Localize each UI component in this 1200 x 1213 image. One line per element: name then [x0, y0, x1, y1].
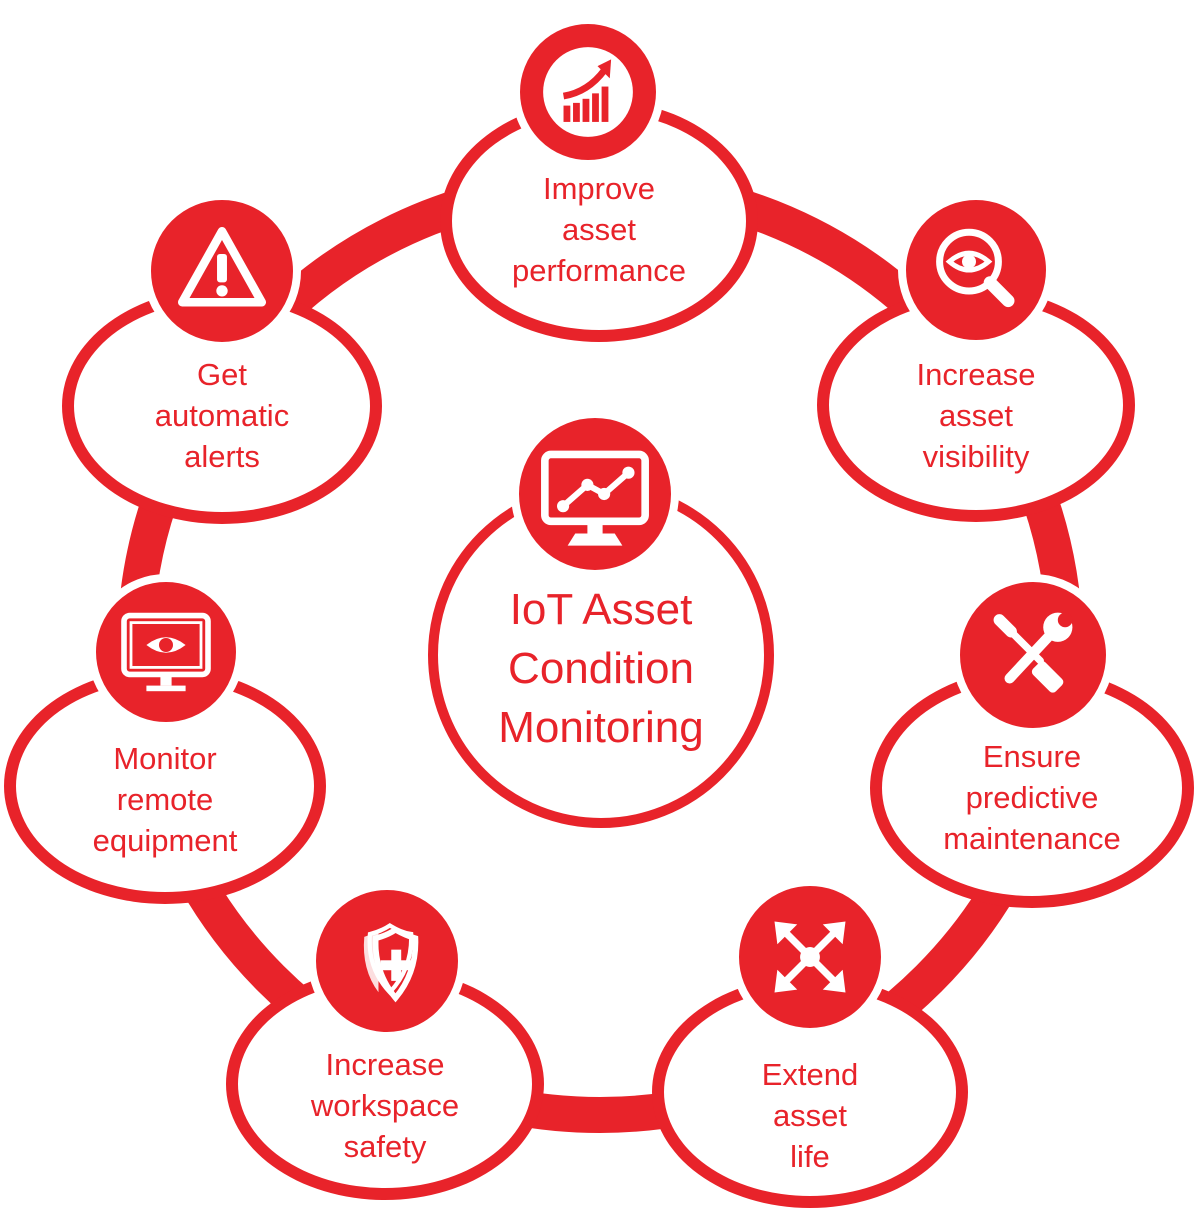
node-label: Increase workspace safety: [310, 1047, 460, 1164]
node-label: Get automatic alerts: [154, 357, 290, 474]
node-bubble: [652, 976, 968, 1208]
node-badge: [308, 882, 466, 1040]
shield-cross-icon: [363, 922, 419, 1003]
center-badge: [511, 410, 679, 578]
warning-icon: [177, 226, 267, 307]
node-label: Improve asset performance: [511, 171, 687, 288]
expand-arrows-icon: [774, 921, 846, 993]
growth-chart-icon: [543, 47, 633, 137]
monitor-chart-icon: [541, 450, 649, 546]
node-label: Increase asset visibility: [916, 357, 1036, 474]
node-badge: [898, 192, 1054, 348]
node-badge: [512, 16, 664, 168]
node-label: Monitor remote equipment: [92, 741, 238, 858]
tools-icon: [993, 612, 1073, 693]
node-label: Ensure predictive maintenance: [943, 739, 1121, 856]
node-badge: [88, 574, 244, 730]
center-title: IoT Asset Condition Monitoring: [498, 585, 704, 752]
node-badge: [143, 192, 301, 350]
node-badge: [952, 574, 1114, 736]
monitor-eye-icon: [121, 612, 211, 692]
node-badge: [731, 878, 889, 1036]
search-eye-icon: [936, 228, 1015, 308]
node-label: Extend asset life: [761, 1057, 859, 1174]
